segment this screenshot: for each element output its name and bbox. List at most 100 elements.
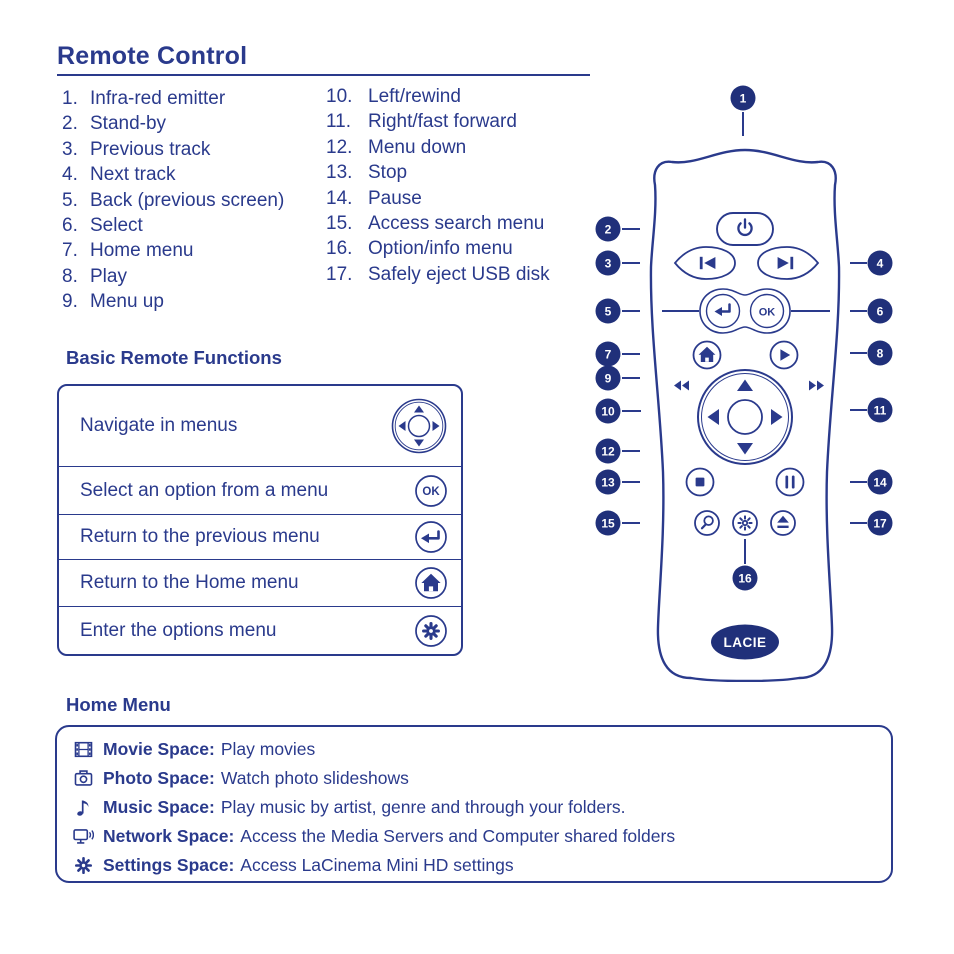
item-label: Left/rewind (368, 86, 461, 107)
next-track-button (757, 246, 820, 280)
list-item: 2.Stand-by (62, 111, 284, 136)
home-item-description: Watch photo slideshows (220, 768, 409, 788)
callout-9: 9 (595, 365, 621, 391)
back-icon (414, 520, 448, 554)
home-menu-item: Network Space: Access the Media Servers … (70, 822, 891, 851)
svg-text:4: 4 (877, 256, 884, 270)
remote-illustration: OK (595, 82, 905, 682)
back-icon (714, 303, 731, 316)
callout-14: 14 (867, 469, 893, 495)
item-label: Select (90, 215, 143, 237)
item-number: 17. (326, 263, 353, 285)
svg-text:13: 13 (601, 475, 615, 489)
item-label: Pause (368, 187, 422, 209)
row-label: Enter the options menu (80, 619, 277, 641)
basic-functions-table: Navigate in menus Select an option from … (57, 384, 463, 656)
item-label: Safely eject USB disk (368, 263, 550, 285)
callout-badges: 1 2 3 4 5 6 7 8 9 10 11 12 13 14 15 16 1… (595, 85, 893, 591)
callout-13: 13 (595, 469, 621, 495)
callout-16: 16 (732, 565, 758, 591)
item-label: Previous track (90, 138, 211, 160)
callout-17: 17 (867, 510, 893, 536)
table-row: Navigate in menus (59, 386, 461, 466)
dpad-left-icon (707, 409, 719, 425)
previous-track-button (673, 246, 736, 280)
svg-text:7: 7 (605, 347, 612, 361)
list-item: 15. Access search menu (326, 211, 550, 236)
svg-text:OK: OK (422, 486, 440, 498)
home-item-label: Music Space: (103, 797, 215, 817)
item-label: Stop (368, 162, 408, 184)
stop-icon (695, 477, 705, 487)
svg-text:3: 3 (605, 256, 612, 270)
movie-icon (70, 739, 97, 760)
list-item: 14.Pause (326, 186, 550, 211)
item-number: 11. (326, 111, 352, 133)
lacie-logo: LACIE (711, 624, 779, 660)
eject-icon (777, 515, 789, 528)
dpad-center (727, 399, 763, 435)
callout-11: 11 (867, 397, 893, 423)
search-button (694, 510, 720, 536)
item-label: Next track (90, 164, 176, 186)
item-number: 8. (62, 265, 78, 287)
item-number: 5. (62, 189, 78, 211)
back-button (705, 293, 741, 329)
list-item: 10.Left/rewind (326, 84, 550, 109)
ok-button (749, 293, 785, 329)
home-menu-item: Movie Space: Play movies (70, 735, 891, 764)
callout-10: 10 (595, 398, 621, 424)
dpad-up-icon (737, 379, 753, 391)
item-number: 15. (326, 213, 353, 235)
item-number: 9. (62, 291, 78, 313)
basic-functions-heading: Basic Remote Functions (66, 347, 282, 368)
item-label: Access search menu (368, 213, 545, 235)
next-track-icon (777, 256, 794, 270)
item-label: Home menu (90, 240, 194, 262)
music-icon (70, 797, 97, 818)
home-menu-item: Settings Space: Access LaCinema Mini HD … (70, 851, 891, 880)
home-button (692, 340, 722, 370)
pause-icon (785, 475, 795, 489)
home-item-description: Access the Media Servers and Computer sh… (240, 826, 676, 846)
item-label: Option/info menu (368, 238, 513, 260)
home-item-description: Play movies (220, 739, 316, 759)
callout-7: 7 (595, 341, 621, 367)
callout-8: 8 (867, 340, 893, 366)
options-icon (414, 614, 448, 648)
item-number: 4. (62, 164, 78, 186)
photo-icon (70, 768, 97, 789)
row-label: Select an option from a menu (80, 479, 329, 501)
svg-text:16: 16 (738, 571, 752, 585)
parts-list-column-1: 1.Infra-red emitter 2.Stand-by 3.Previou… (62, 86, 284, 315)
home-item-label: Network Space: (103, 826, 235, 846)
home-menu-item: Music Space: Play music by artist, genre… (70, 793, 891, 822)
dpad-down-icon (737, 443, 753, 455)
row-label: Navigate in menus (80, 415, 238, 436)
list-item: 5.Back (previous screen) (62, 188, 284, 213)
play-button (769, 340, 799, 370)
list-item: 9.Menu up (62, 289, 284, 314)
pause-button (775, 467, 805, 497)
item-label: Stand-by (90, 113, 167, 135)
play-icon (780, 349, 791, 361)
callout-3: 3 (595, 250, 621, 276)
svg-text:10: 10 (601, 404, 615, 418)
eject-button (770, 510, 796, 536)
row-label: Return to the previous menu (80, 526, 320, 547)
dpad-icon (390, 397, 448, 455)
ok-label: OK (759, 306, 776, 318)
item-label: Infra-red emitter (90, 88, 226, 109)
list-item: 1.Infra-red emitter (62, 86, 284, 111)
callout-2: 2 (595, 216, 621, 242)
settings-icon (70, 855, 97, 876)
svg-text:6: 6 (877, 304, 884, 318)
svg-text:14: 14 (873, 475, 887, 489)
table-row: Enter the options menu (59, 606, 461, 654)
title-rule (57, 74, 590, 76)
home-icon (698, 346, 716, 362)
dpad-right-icon (771, 409, 783, 425)
parts-list-column-2: 10.Left/rewind 11.Right/fast forward 12.… (326, 84, 550, 287)
svg-text:12: 12 (601, 444, 615, 458)
